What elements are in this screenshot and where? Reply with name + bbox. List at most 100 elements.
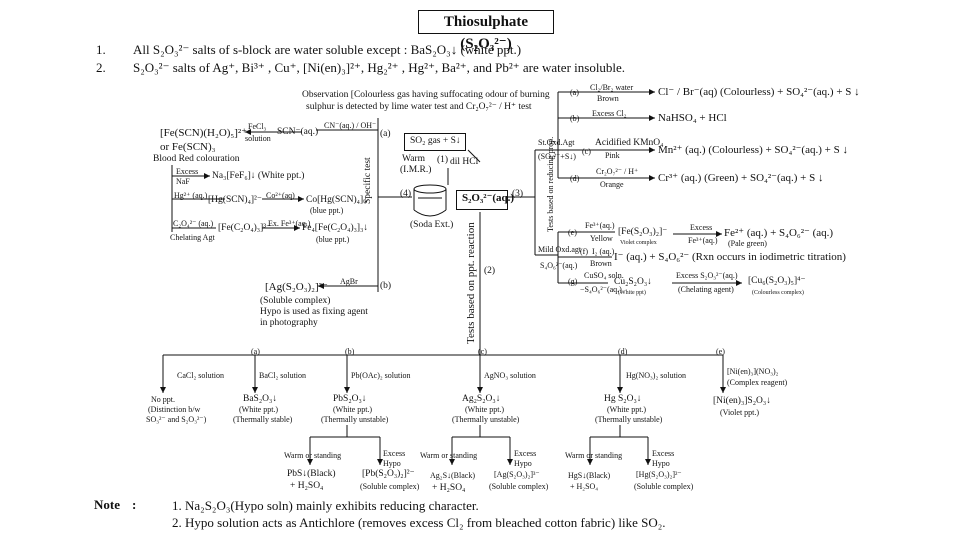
cn-oh-reagent: CN⁻(aq.) / OH⁻ bbox=[324, 121, 377, 130]
ppt-hg-reagent: Hg(NO₃)₂ solution bbox=[626, 371, 687, 380]
ppt-ag-note-1: (White ppt.) bbox=[465, 405, 505, 414]
fe-scn-complex: [Fe(SCN)(H₂O)₅]²⁺ bbox=[160, 127, 248, 139]
ppt-hg-left-2: + H₂SO₄ bbox=[570, 482, 599, 491]
ppt-hg-right-1: [Hg(S₂O₃)₂]²⁻ bbox=[636, 470, 682, 479]
reducing-b-label: (b) bbox=[570, 114, 580, 123]
reducing-a-label: (a) bbox=[570, 88, 579, 97]
page-title: Thiosulphate (S₂O₃²⁻) bbox=[418, 10, 554, 52]
fecl3-reagent: FeCl₃ bbox=[248, 122, 267, 131]
mild-oxidising-agent: Mild Oxd.agt bbox=[538, 245, 582, 254]
ppt-hg-note-2: (Thermally unstable) bbox=[595, 415, 663, 424]
ppt-a-note-1: (Distinction b/w bbox=[148, 405, 201, 414]
num-3: (3) bbox=[512, 189, 524, 199]
point-2-text: S₂O₃²⁻ salts of Ag⁺, Bi³⁺ , Cu⁺, [Ni(en)… bbox=[133, 60, 626, 75]
agbr-reagent: AgBr bbox=[340, 277, 358, 286]
ppt-ni-note-1: (Violet ppt.) bbox=[720, 408, 760, 417]
ppt-ni-reagent-2: (Complex reagent) bbox=[727, 378, 788, 387]
ppt-ag-right-1: [Ag(S₂O₃)₂]³⁻ bbox=[494, 470, 540, 479]
ppt-a-reagent: CaCl₂ solution bbox=[177, 371, 225, 380]
so4-s-products: (SO₄²⁻+S↓) bbox=[538, 152, 576, 161]
ppt-hg-result: Hg S₂O₃↓ bbox=[604, 394, 642, 404]
ppt-hg-hypo: Hypo bbox=[652, 459, 670, 468]
reducing-g-sub: −S₄O₆²⁻(aq.) bbox=[580, 285, 622, 294]
ppt-ag-note-2: (Thermally unstable) bbox=[452, 415, 520, 424]
ppt-c-label: (c) bbox=[478, 347, 487, 356]
reducing-e-colour: Yellow bbox=[590, 234, 613, 243]
reducing-a-reagent: Cl₂/Br₂ water bbox=[590, 83, 634, 92]
reducing-a-product: Cl⁻ / Br⁻(aq) (Colourless) + SO₄²⁻(aq.) … bbox=[658, 86, 860, 98]
scn-ion: SCN⁻(aq.) bbox=[277, 127, 319, 137]
reducing-c-reagent: Acidified KMnO₄ bbox=[595, 138, 664, 148]
reducing-d-label: (d) bbox=[570, 174, 580, 183]
hypo-fixing-line-2: in photography bbox=[260, 318, 318, 328]
soluble-complex: (Soluble complex) bbox=[260, 296, 331, 306]
reducing-g-ppt-note: (White ppt) bbox=[618, 290, 646, 296]
ppt-b-note-1: (White ppt.) bbox=[239, 405, 279, 414]
chelating-agent: Chelating Agt bbox=[170, 233, 215, 242]
reducing-g-chelating: (Chelating agent) bbox=[678, 285, 734, 294]
excess-label: Excess bbox=[176, 167, 199, 176]
reducing-d-reagent: Cr₂O₇²⁻ / H⁺ bbox=[596, 167, 639, 176]
warm-label: Warm bbox=[402, 154, 425, 164]
reducing-c-product: Mn²⁺ (aq.) (Colourless) + SO₄²⁻(aq.) + S… bbox=[658, 144, 848, 156]
ppt-pb-hypo: Hypo bbox=[383, 459, 401, 468]
imr-label: (I.M.R.) bbox=[400, 165, 432, 175]
ppt-ag-result: Ag₂S₂O₃↓ bbox=[462, 394, 501, 404]
point-2-number: 2. bbox=[96, 60, 106, 75]
reducing-e-complex: [Fe(S₂O₃)₂]⁻ bbox=[618, 227, 668, 237]
co-hg-scn: Co[Hg(SCN)₄]↓ bbox=[306, 195, 368, 205]
reducing-g-product: [Cu₆(S₂O₃)₅]⁴⁻ bbox=[748, 276, 806, 286]
ppt-pb-note-2: (Thermally unstable) bbox=[321, 415, 389, 424]
reducing-f-reagent: I₂ (aq.) bbox=[592, 247, 615, 256]
note-label: Note bbox=[94, 497, 120, 512]
ppt-pb-reagent: Pb(OAc)₂ solution bbox=[351, 371, 411, 380]
blood-red-label: Blood Red colouration bbox=[153, 154, 240, 164]
ppt-ni-result: [Ni(en)₃]S₂O₃↓ bbox=[713, 396, 771, 406]
ppt-ag-left-1: Ag₂S↓(Black) bbox=[430, 471, 476, 480]
ppt-b-note-2: (Thermally stable) bbox=[233, 415, 293, 424]
reducing-b-product: NaHSO₄ + HCl bbox=[658, 112, 727, 124]
thiosulphate-box bbox=[456, 190, 508, 210]
reducing-c-colour: Pink bbox=[605, 151, 620, 160]
ppt-a-label: (a) bbox=[251, 347, 260, 356]
ppt-hg-excess: Excess bbox=[652, 449, 675, 458]
or-fescn3: or Fe(SCN)₃ bbox=[160, 141, 216, 153]
reducing-b-reagent: Excess Cl₂ bbox=[592, 109, 627, 118]
so2-gas: SO₂ gas + S↓ bbox=[410, 136, 461, 146]
specific-b-label: (b) bbox=[380, 281, 392, 291]
na3fef6: Na₃[FeF₆]↓ (White ppt.) bbox=[212, 171, 305, 181]
ppt-pb-right-1: [Pb(S₂O₃)₂]²⁻ bbox=[362, 469, 415, 479]
ag-complex: [Ag(S₂O₃)₂]³⁻ bbox=[265, 281, 328, 293]
reducing-e-product: Fe²⁺ (aq.) + S₄O₆²⁻ (aq.) bbox=[724, 227, 834, 239]
s4o6-product: S₄O₆²⁻(aq.) bbox=[540, 261, 578, 270]
blue-ppt-1: (blue ppt.) bbox=[310, 206, 344, 215]
blue-ppt-2: (blue ppt.) bbox=[316, 235, 350, 244]
note-colon: : bbox=[132, 497, 137, 512]
observation-line-2: sulphur is detected by lime water test a… bbox=[306, 102, 532, 112]
ppt-pb-excess: Excess bbox=[383, 449, 406, 458]
num-1: (1) bbox=[437, 155, 449, 165]
point-1-text: All S₂O₃²⁻ salts of s-block are water so… bbox=[133, 42, 522, 57]
hg2-reagent: Hg²⁺ (aq.) bbox=[174, 191, 208, 200]
reducing-c-label: (c) bbox=[582, 147, 591, 156]
reducing-f-label: (f) bbox=[580, 247, 588, 256]
c2o4-reagent: C₂O₄²⁻ (aq.) bbox=[173, 219, 214, 228]
ppt-b-result: BaS₂O₃↓ bbox=[243, 394, 278, 404]
reducing-g-excess: Excess S₂O₃²⁻(aq.) bbox=[676, 271, 738, 280]
ppt-ag-excess: Excess bbox=[514, 449, 537, 458]
co2-reagent: Co²⁺(aq) bbox=[266, 191, 295, 200]
ppt-ni-reagent: [Ni(en)₃](NO₃)₂ bbox=[727, 367, 779, 376]
fecl3-solution: solution bbox=[245, 134, 271, 143]
ppt-d-label: (d) bbox=[618, 347, 628, 356]
center-compound: S₂O₃²⁻(aq.) bbox=[462, 192, 515, 204]
reducing-f-colour: Brown bbox=[590, 259, 612, 268]
dil-hcl: dil HCl bbox=[450, 157, 479, 167]
ppt-a-note-2: SO₃²⁻ and S₂O₃²⁻) bbox=[146, 415, 207, 424]
ppt-pb-right-2: (Soluble complex) bbox=[360, 482, 420, 491]
naf-label: NaF bbox=[176, 177, 190, 186]
reducing-g-label: (g) bbox=[568, 277, 578, 286]
hypo-fixing-line-1: Hypo is used as fixing agent bbox=[260, 307, 368, 317]
fe-c2o4-complex: [Fe(C₂O₄)₃]³⁻ bbox=[218, 223, 272, 233]
reducing-d-product: Cr³⁺ (aq.) (Green) + SO₄²⁻(aq.) + S ↓ bbox=[658, 172, 824, 184]
ppt-b-label: (b) bbox=[345, 347, 355, 356]
